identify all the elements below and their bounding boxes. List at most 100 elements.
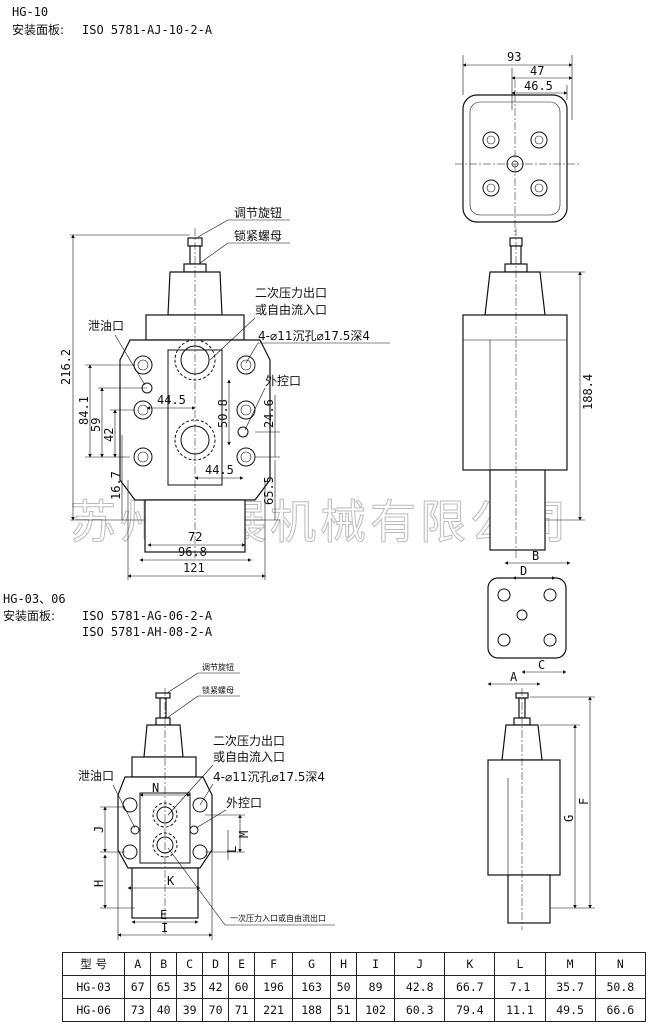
dim-16-7: 16.7 <box>109 471 123 500</box>
hg10-mount-std: ISO 5781-AJ-10-2-A <box>82 23 213 37</box>
table-cell: 73 <box>124 998 152 1022</box>
hg10-mount-label: 安装面板: <box>12 22 64 37</box>
table-cell: 60 <box>228 975 256 999</box>
hg03-label-drain: 泄油口 <box>78 769 114 783</box>
dim-188-4: 188.4 <box>581 374 595 410</box>
dim-84-1: 84.1 <box>77 396 91 425</box>
table-cell: 50.8 <box>594 975 647 999</box>
dim-44-5-b: 44.5 <box>205 463 234 477</box>
hg03-label-ext-pilot: 外控口 <box>226 796 262 810</box>
dim-F: F <box>577 798 591 805</box>
table-cell: 42.8 <box>394 975 446 999</box>
dim-H: H <box>92 880 106 887</box>
table-cell: 40 <box>150 998 178 1022</box>
dim-42: 42 <box>102 428 116 442</box>
dim-59: 59 <box>89 418 103 432</box>
hg03-label-holes: 4-⌀11沉孔⌀17.5深4 <box>213 770 325 784</box>
hg03-label-secondary-1: 二次压力出口 <box>213 734 285 748</box>
dim-B: B <box>532 549 539 563</box>
table-cell: 66.7 <box>444 975 496 999</box>
dim-I: I <box>161 921 168 935</box>
dimension-table: 型 号 A B C D E F G H I J K L M N HG-03 67… <box>61 952 647 1022</box>
table-cell: HG-06 <box>61 998 126 1022</box>
header-cell: I <box>356 952 396 976</box>
label-knob: 调节旋钮 <box>234 205 282 220</box>
hg03-mount-std-2: ISO 5781-AH-08-2-A <box>82 625 213 639</box>
dim-M: M <box>237 831 251 838</box>
dim-24-6: 24.6 <box>262 399 276 428</box>
table-cell: 163 <box>292 975 332 999</box>
hg10-model: HG-10 <box>12 5 48 19</box>
hg03-label-locknut: 锁紧螺母 <box>202 685 234 695</box>
table-cell: 51 <box>330 998 358 1022</box>
hg03-side-view: G F <box>487 688 595 930</box>
table-cell: HG-03 <box>61 975 126 999</box>
table-cell: 50 <box>330 975 358 999</box>
dim-L: L <box>225 846 239 853</box>
dim-J: J <box>92 826 106 833</box>
header-cell: E <box>228 952 256 976</box>
header-cell: J <box>394 952 446 976</box>
dim-E: E <box>160 908 167 922</box>
header-cell: F <box>254 952 294 976</box>
table-cell: 102 <box>356 998 396 1022</box>
table-cell: 35.7 <box>544 975 596 999</box>
table-cell: 49.5 <box>544 998 596 1022</box>
table-header-row: 型 号 A B C D E F G H I J K L M N <box>61 952 647 976</box>
table-cell: 60.3 <box>394 998 446 1022</box>
dim-50-8: 50.8 <box>216 399 230 428</box>
dim-A: A <box>510 670 518 684</box>
header-cell: B <box>150 952 178 976</box>
table-cell: 67 <box>124 975 152 999</box>
table-cell: 65 <box>150 975 178 999</box>
dim-216-2: 216.2 <box>59 349 73 385</box>
table-cell: 66.6 <box>594 998 647 1022</box>
table-cell: 70 <box>202 998 230 1022</box>
label-locknut: 锁紧螺母 <box>234 228 282 243</box>
hg03-mount-label: 安装面板: <box>3 608 55 623</box>
header-cell: A <box>124 952 152 976</box>
table-cell: 221 <box>254 998 294 1022</box>
dim-G: G <box>562 815 576 822</box>
header-cell: C <box>176 952 204 976</box>
dim-N: N <box>152 781 159 795</box>
table-row: HG-06 73 40 39 70 71 221 188 51 102 60.3… <box>61 998 647 1022</box>
hg03-top-view: B D C A <box>487 549 571 686</box>
dim-65-5: 65.5 <box>262 476 276 505</box>
header-cell: 型 号 <box>61 952 126 976</box>
header-cell: M <box>544 952 596 976</box>
dim-96-8: 96.8 <box>178 545 207 559</box>
table-cell: 42 <box>202 975 230 999</box>
header-cell: H <box>330 952 358 976</box>
table-cell: 71 <box>228 998 256 1022</box>
hg03-label-primary: 一次压力入口或自由流出口 <box>230 913 326 923</box>
dim-47: 47 <box>530 64 544 78</box>
dim-121: 121 <box>183 561 205 575</box>
header-cell: L <box>494 952 546 976</box>
header-cell: G <box>292 952 332 976</box>
hg10-side-view: 188.4 <box>462 228 595 560</box>
table-cell: 196 <box>254 975 294 999</box>
header-cell: K <box>444 952 496 976</box>
dim-93: 93 <box>507 50 521 64</box>
dim-D: D <box>520 564 527 578</box>
dim-K: K <box>167 874 175 888</box>
header-cell: D <box>202 952 230 976</box>
label-secondary-2: 或自由流入口 <box>255 303 327 317</box>
table-cell: 39 <box>176 998 204 1022</box>
hg03-label-knob: 调节旋钮 <box>202 662 234 672</box>
label-ext-pilot: 外控口 <box>265 374 301 388</box>
hg03-front-view: N J H K E I M L 调节旋钮 锁紧螺母 二次压力出口 或自由流入口 … <box>78 662 335 940</box>
label-drain: 泄油口 <box>88 319 124 333</box>
hg03-mount-std-1: ISO 5781-AG-06-2-A <box>82 609 213 623</box>
table-cell: 11.1 <box>494 998 546 1022</box>
hg03-label-secondary-2: 或自由流入口 <box>213 750 285 764</box>
table-cell: 89 <box>356 975 396 999</box>
dim-72: 72 <box>188 530 202 544</box>
dim-C: C <box>538 658 545 672</box>
label-holes: 4-⌀11沉孔⌀17.5深4 <box>258 329 370 343</box>
dim-46-5: 46.5 <box>524 79 553 93</box>
table-cell: 7.1 <box>494 975 546 999</box>
table-row: HG-03 67 65 35 42 60 196 163 50 89 42.8 … <box>61 975 647 999</box>
